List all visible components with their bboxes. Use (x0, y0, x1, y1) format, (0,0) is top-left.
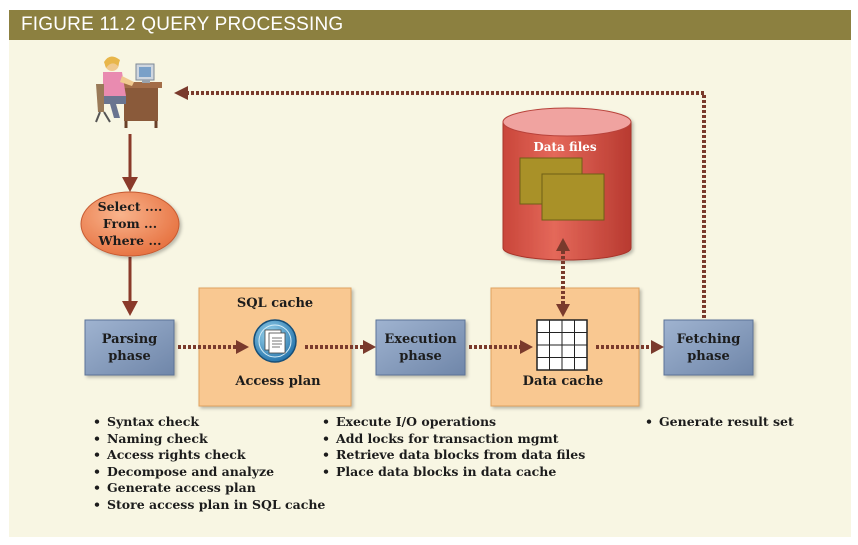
execution-line2: phase (399, 349, 442, 364)
dotted-arrow-sqlcache-to-execution (305, 340, 376, 354)
data-cache-grid-icon (536, 319, 588, 371)
execution-task-item: Retrieve data blocks from data files (322, 447, 585, 464)
figure-title: FIGURE 11.2 QUERY PROCESSING (9, 10, 851, 40)
query-where-text: Where ... (97, 233, 161, 248)
parsing-task-item: Access rights check (93, 447, 325, 464)
fetching-task-item: Generate result set (645, 414, 794, 431)
query-from-text: From ... (103, 216, 157, 231)
fetching-line1: Fetching (677, 332, 741, 347)
parsing-task-item: Generate access plan (93, 480, 325, 497)
execution-task-item: Add locks for transaction mgmt (322, 431, 585, 448)
parsing-task-item: Decompose and analyze (93, 464, 325, 481)
data-cache-label: Data cache (523, 374, 604, 389)
data-block-2 (541, 173, 605, 221)
execution-phase-box (375, 319, 466, 376)
dotted-arrow-execution-to-datacache (469, 340, 533, 354)
execution-task-item: Place data blocks in data cache (322, 464, 585, 481)
user-computer-icon (95, 56, 162, 128)
fetching-line2: phase (687, 349, 730, 364)
dotted-arrow-datacache-datafiles-bidirectional (556, 238, 570, 317)
execution-line1: Execution (384, 332, 457, 347)
solid-arrow-query-to-parsing (122, 257, 138, 316)
fetching-task-list: Generate result set (645, 414, 794, 431)
parsing-task-list: Syntax check Naming check Access rights … (93, 414, 325, 514)
query-select-text: Select .... (98, 199, 163, 214)
parsing-task-item: Syntax check (93, 414, 325, 431)
parsing-line1: Parsing (102, 332, 158, 347)
parsing-task-item: Naming check (93, 431, 325, 448)
execution-task-list: Execute I/O operations Add locks for tra… (322, 414, 585, 480)
execution-task-item: Execute I/O operations (322, 414, 585, 431)
solid-arrow-user-to-query (122, 134, 138, 192)
access-plan-label: Access plan (234, 374, 321, 389)
access-plan-icon (253, 319, 297, 363)
parsing-task-item: Store access plan in SQL cache (93, 497, 325, 514)
dotted-arrow-fetching-to-user (174, 86, 706, 318)
parsing-line2: phase (108, 349, 151, 364)
dotted-arrow-parsing-to-sqlcache (178, 340, 249, 354)
parsing-phase-box (84, 319, 175, 376)
query-oval (80, 191, 180, 257)
dotted-arrow-datacache-to-fetching (596, 340, 664, 354)
fetching-phase-box (663, 319, 754, 376)
data-files-label: Data files (533, 140, 597, 154)
sql-cache-title: SQL cache (237, 296, 313, 311)
